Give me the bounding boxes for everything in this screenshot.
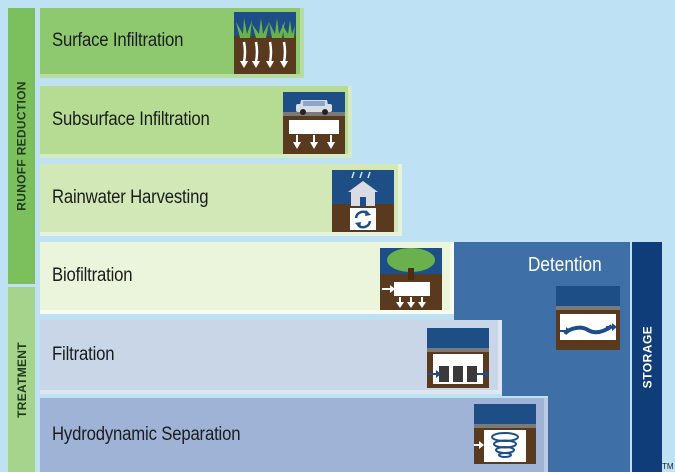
filter-cartridge-icon: [427, 328, 489, 388]
house-cistern-icon: [332, 170, 394, 232]
practice-filtration: Filtration: [40, 320, 502, 394]
runoff-reduction-bar: RUNOFF REDUCTION: [8, 8, 35, 284]
storage-bar: STORAGE: [632, 242, 662, 472]
trademark-symbol: TM: [662, 462, 674, 471]
practice-label: Surface Infiltration: [52, 30, 184, 51]
runoff-reduction-label: RUNOFF REDUCTION: [14, 81, 29, 211]
detention-pipe-icon: [556, 286, 620, 350]
storage-label: STORAGE: [640, 325, 654, 389]
plants-infiltration-icon: [234, 12, 296, 74]
car-subsurface-icon: [283, 92, 345, 154]
practice-label: Rainwater Harvesting: [52, 187, 209, 208]
tree-biofilter-icon: [380, 248, 442, 310]
treatment-label: TREATMENT: [14, 341, 29, 418]
swirl-separator-icon: [474, 404, 536, 464]
practice-label: Subsurface Infiltration: [52, 109, 210, 130]
practice-hydrodynamic-separation: Hydrodynamic Separation: [40, 398, 548, 472]
practice-label: Biofiltration: [52, 265, 133, 286]
practice-label: Hydrodynamic Separation: [52, 424, 241, 445]
detention-label: Detention: [528, 254, 602, 276]
practice-label: Filtration: [52, 344, 115, 365]
treatment-bar: TREATMENT: [8, 287, 35, 472]
